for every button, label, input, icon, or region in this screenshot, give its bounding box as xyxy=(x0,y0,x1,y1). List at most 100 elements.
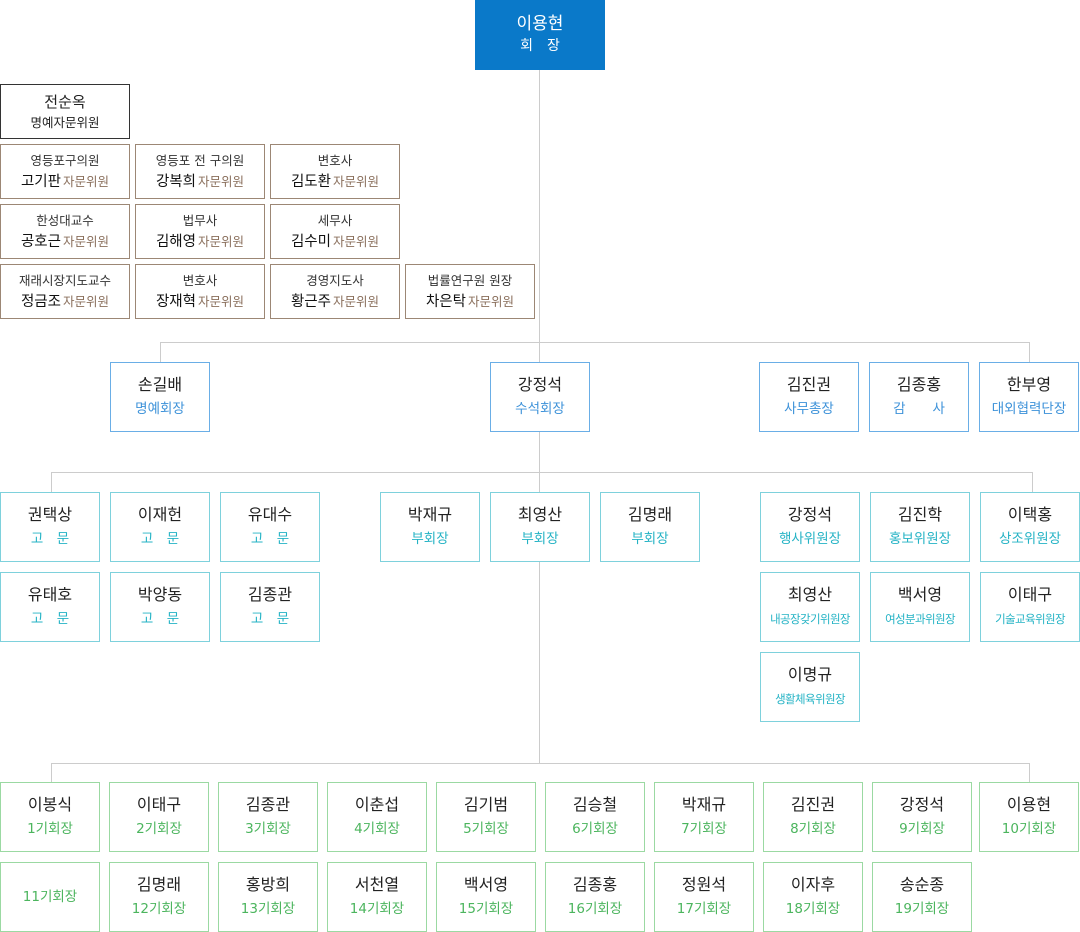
member-name: 홍방희 xyxy=(245,875,291,894)
advisor-role: 세무사 xyxy=(317,212,353,228)
member-name: 김진학 xyxy=(897,505,943,524)
class-chair-box: 백서영 15기회장 xyxy=(436,862,536,932)
advisor-name: 강복희 xyxy=(155,173,196,190)
member-name: 김명래 xyxy=(627,505,673,524)
advisor-role: 영등포구의원 xyxy=(30,152,100,168)
member-title: 고 문 xyxy=(30,611,70,627)
member-name: 박재규 xyxy=(681,795,727,814)
member-name: 이봉식 xyxy=(27,795,73,814)
member-title: 사무총장 xyxy=(784,401,834,417)
honorary-advisor-box: 전순옥 명예자문위원 xyxy=(0,84,130,139)
member-title: 6기회장 xyxy=(572,821,618,837)
member-title: 부회장 xyxy=(411,531,449,547)
member-title: 9기회장 xyxy=(899,821,945,837)
member-name: 유태호 xyxy=(27,585,73,604)
member-name: 백서영 xyxy=(897,585,943,604)
advisor-name: 장재혁 xyxy=(155,293,196,310)
member-name: 김종홍 xyxy=(572,875,618,894)
advisor-name: 차은탁 xyxy=(425,293,466,310)
advisor-tag: 자문위원 xyxy=(198,293,245,309)
executives-connector xyxy=(160,342,1030,343)
member-title: 여성분과위원장 xyxy=(885,612,955,626)
member-title: 대외협력단장 xyxy=(991,401,1067,417)
class-chair-box: 김기범 5기회장 xyxy=(436,782,536,852)
connector-drop xyxy=(51,763,52,782)
vice-chair-box: 최영산 부회장 xyxy=(490,492,590,562)
class-chair-box: 서천열 14기회장 xyxy=(327,862,427,932)
advisor-tag: 자문위원 xyxy=(468,293,515,309)
vice-chair-box: 박재규 부회장 xyxy=(380,492,480,562)
committee-chair-box: 최영산 내공장갖기위원장 xyxy=(760,572,860,642)
advisor-role: 재래시장지도교수 xyxy=(18,272,111,288)
executive-box: 강정석 수석회장 xyxy=(490,362,590,432)
advisor-name: 정금조 xyxy=(20,293,61,310)
member-title: 고 문 xyxy=(30,531,70,547)
advisor-role: 법무사 xyxy=(182,212,218,228)
member-title: 감 사 xyxy=(893,401,945,417)
member-name: 유대수 xyxy=(247,505,293,524)
class-chair-box: 이용현 10기회장 xyxy=(979,782,1079,852)
member-title: 4기회장 xyxy=(354,821,400,837)
member-title: 19기회장 xyxy=(894,901,950,917)
advisor-name: 황근주 xyxy=(290,293,331,310)
member-name: 서천열 xyxy=(354,875,400,894)
advisor-tag: 자문위원 xyxy=(333,233,380,249)
advisor-tag: 자문위원 xyxy=(198,233,245,249)
class-chair-box: 김종관 3기회장 xyxy=(218,782,318,852)
member-name: 이용현 xyxy=(1006,795,1052,814)
advisor-tag: 자문위원 xyxy=(333,173,380,189)
advisor-name: 김해영 xyxy=(155,233,196,250)
counselor-box: 김종관 고 문 xyxy=(220,572,320,642)
class-chair-box: 이자후 18기회장 xyxy=(763,862,863,932)
member-title: 12기회장 xyxy=(131,901,187,917)
member-title: 홍보위원장 xyxy=(888,531,952,547)
member-title: 기술교육위원장 xyxy=(995,612,1065,626)
advisor-tag: 자문위원 xyxy=(333,293,380,309)
executive-box: 한부영 대외협력단장 xyxy=(979,362,1079,432)
member-name: 김종관 xyxy=(247,585,293,604)
member-name: 김종홍 xyxy=(896,375,942,394)
member-name: 최영산 xyxy=(517,505,563,524)
member-title: 수석회장 xyxy=(515,401,565,417)
member-title: 10기회장 xyxy=(1001,821,1057,837)
member-title: 8기회장 xyxy=(790,821,836,837)
executive-box: 김진권 사무총장 xyxy=(759,362,859,432)
counselor-box: 박양동 고 문 xyxy=(110,572,210,642)
executive-box: 손길배 명예회장 xyxy=(110,362,210,432)
member-title: 고 문 xyxy=(250,531,290,547)
advisor-tag: 자문위원 xyxy=(198,173,245,189)
class-chair-box: 이춘섭 4기회장 xyxy=(327,782,427,852)
vice-chair-box: 김명래 부회장 xyxy=(600,492,700,562)
member-name: 이태구 xyxy=(1007,585,1053,604)
committee-chair-box: 이명규 생활체육위원장 xyxy=(760,652,860,722)
member-title: 15기회장 xyxy=(458,901,514,917)
member-name: 박양동 xyxy=(137,585,183,604)
class-chair-box: 김명래 12기회장 xyxy=(109,862,209,932)
member-title: 2기회장 xyxy=(136,821,182,837)
chairman-box: 이용현 회 장 xyxy=(475,0,605,70)
class-chair-box: 김승철 6기회장 xyxy=(545,782,645,852)
advisor-tag: 자문위원 xyxy=(63,233,110,249)
member-name: 한부영 xyxy=(1006,375,1052,394)
member-title: 부회장 xyxy=(521,531,559,547)
committee-chair-box: 강정석 행사위원장 xyxy=(760,492,860,562)
class-chair-box: 이봉식 1기회장 xyxy=(0,782,100,852)
member-title: 부회장 xyxy=(631,531,669,547)
chairman-name: 이용현 xyxy=(516,14,564,34)
class-chair-box: 송순종 19기회장 xyxy=(872,862,972,932)
member-title: 5기회장 xyxy=(463,821,509,837)
committee-chair-box: 백서영 여성분과위원장 xyxy=(870,572,970,642)
member-title: 고 문 xyxy=(140,611,180,627)
member-title: 상조위원장 xyxy=(998,531,1062,547)
class-chair-box: 박재규 7기회장 xyxy=(654,782,754,852)
advisor-name: 김도환 xyxy=(290,173,331,190)
member-name: 전순옥 xyxy=(44,92,86,111)
class-chair-box: 김진권 8기회장 xyxy=(763,782,863,852)
